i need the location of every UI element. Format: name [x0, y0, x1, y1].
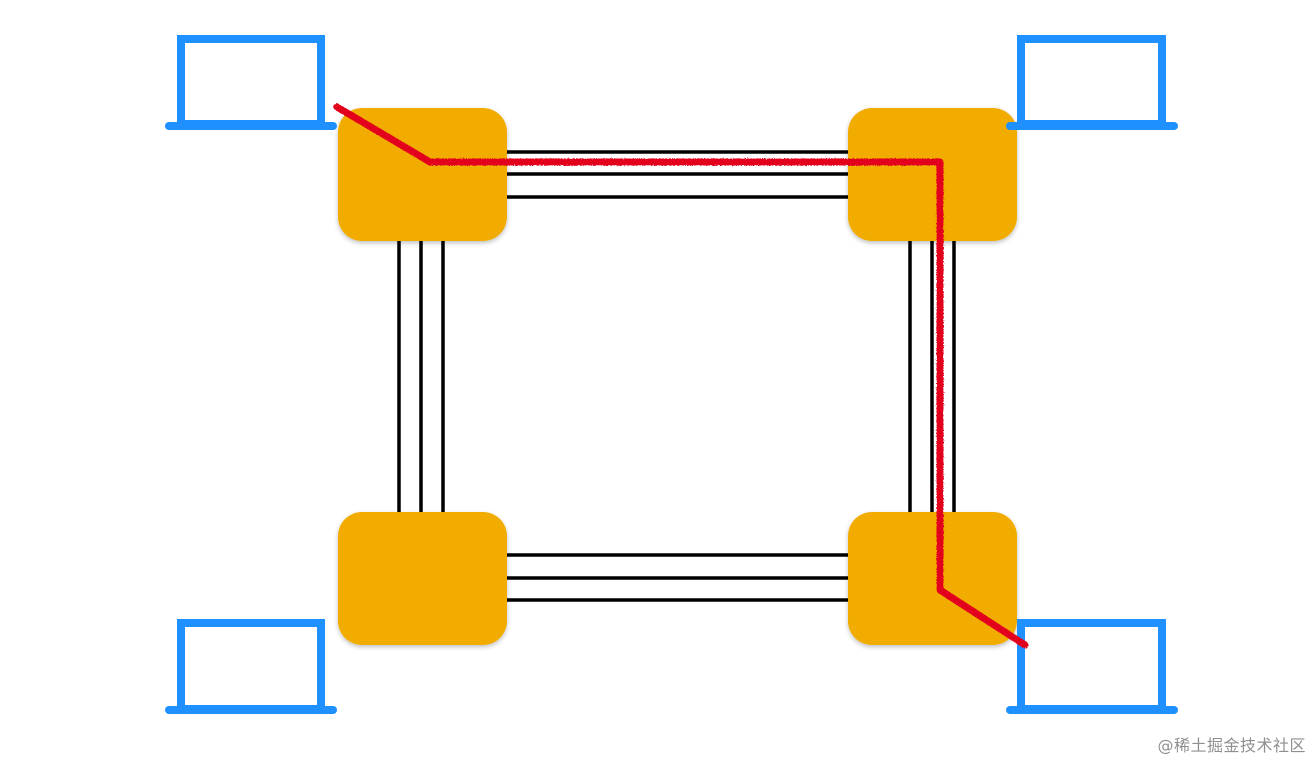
switch-top-right — [848, 108, 1017, 241]
laptop-icon-top-left — [165, 35, 337, 130]
route-path — [333, 103, 1029, 649]
laptop-icon-top-right — [1006, 35, 1178, 130]
link-bottom — [505, 553, 848, 602]
switch-bottom-left — [338, 512, 507, 645]
laptop-icon-bottom-right — [1006, 619, 1178, 714]
laptop-icon-bottom-left — [165, 619, 337, 714]
link-right — [908, 238, 956, 515]
link-left — [397, 238, 445, 515]
switch-top-left — [338, 108, 507, 241]
watermark-text: @稀土掘金技术社区 — [1157, 736, 1306, 755]
link-top — [505, 150, 848, 199]
